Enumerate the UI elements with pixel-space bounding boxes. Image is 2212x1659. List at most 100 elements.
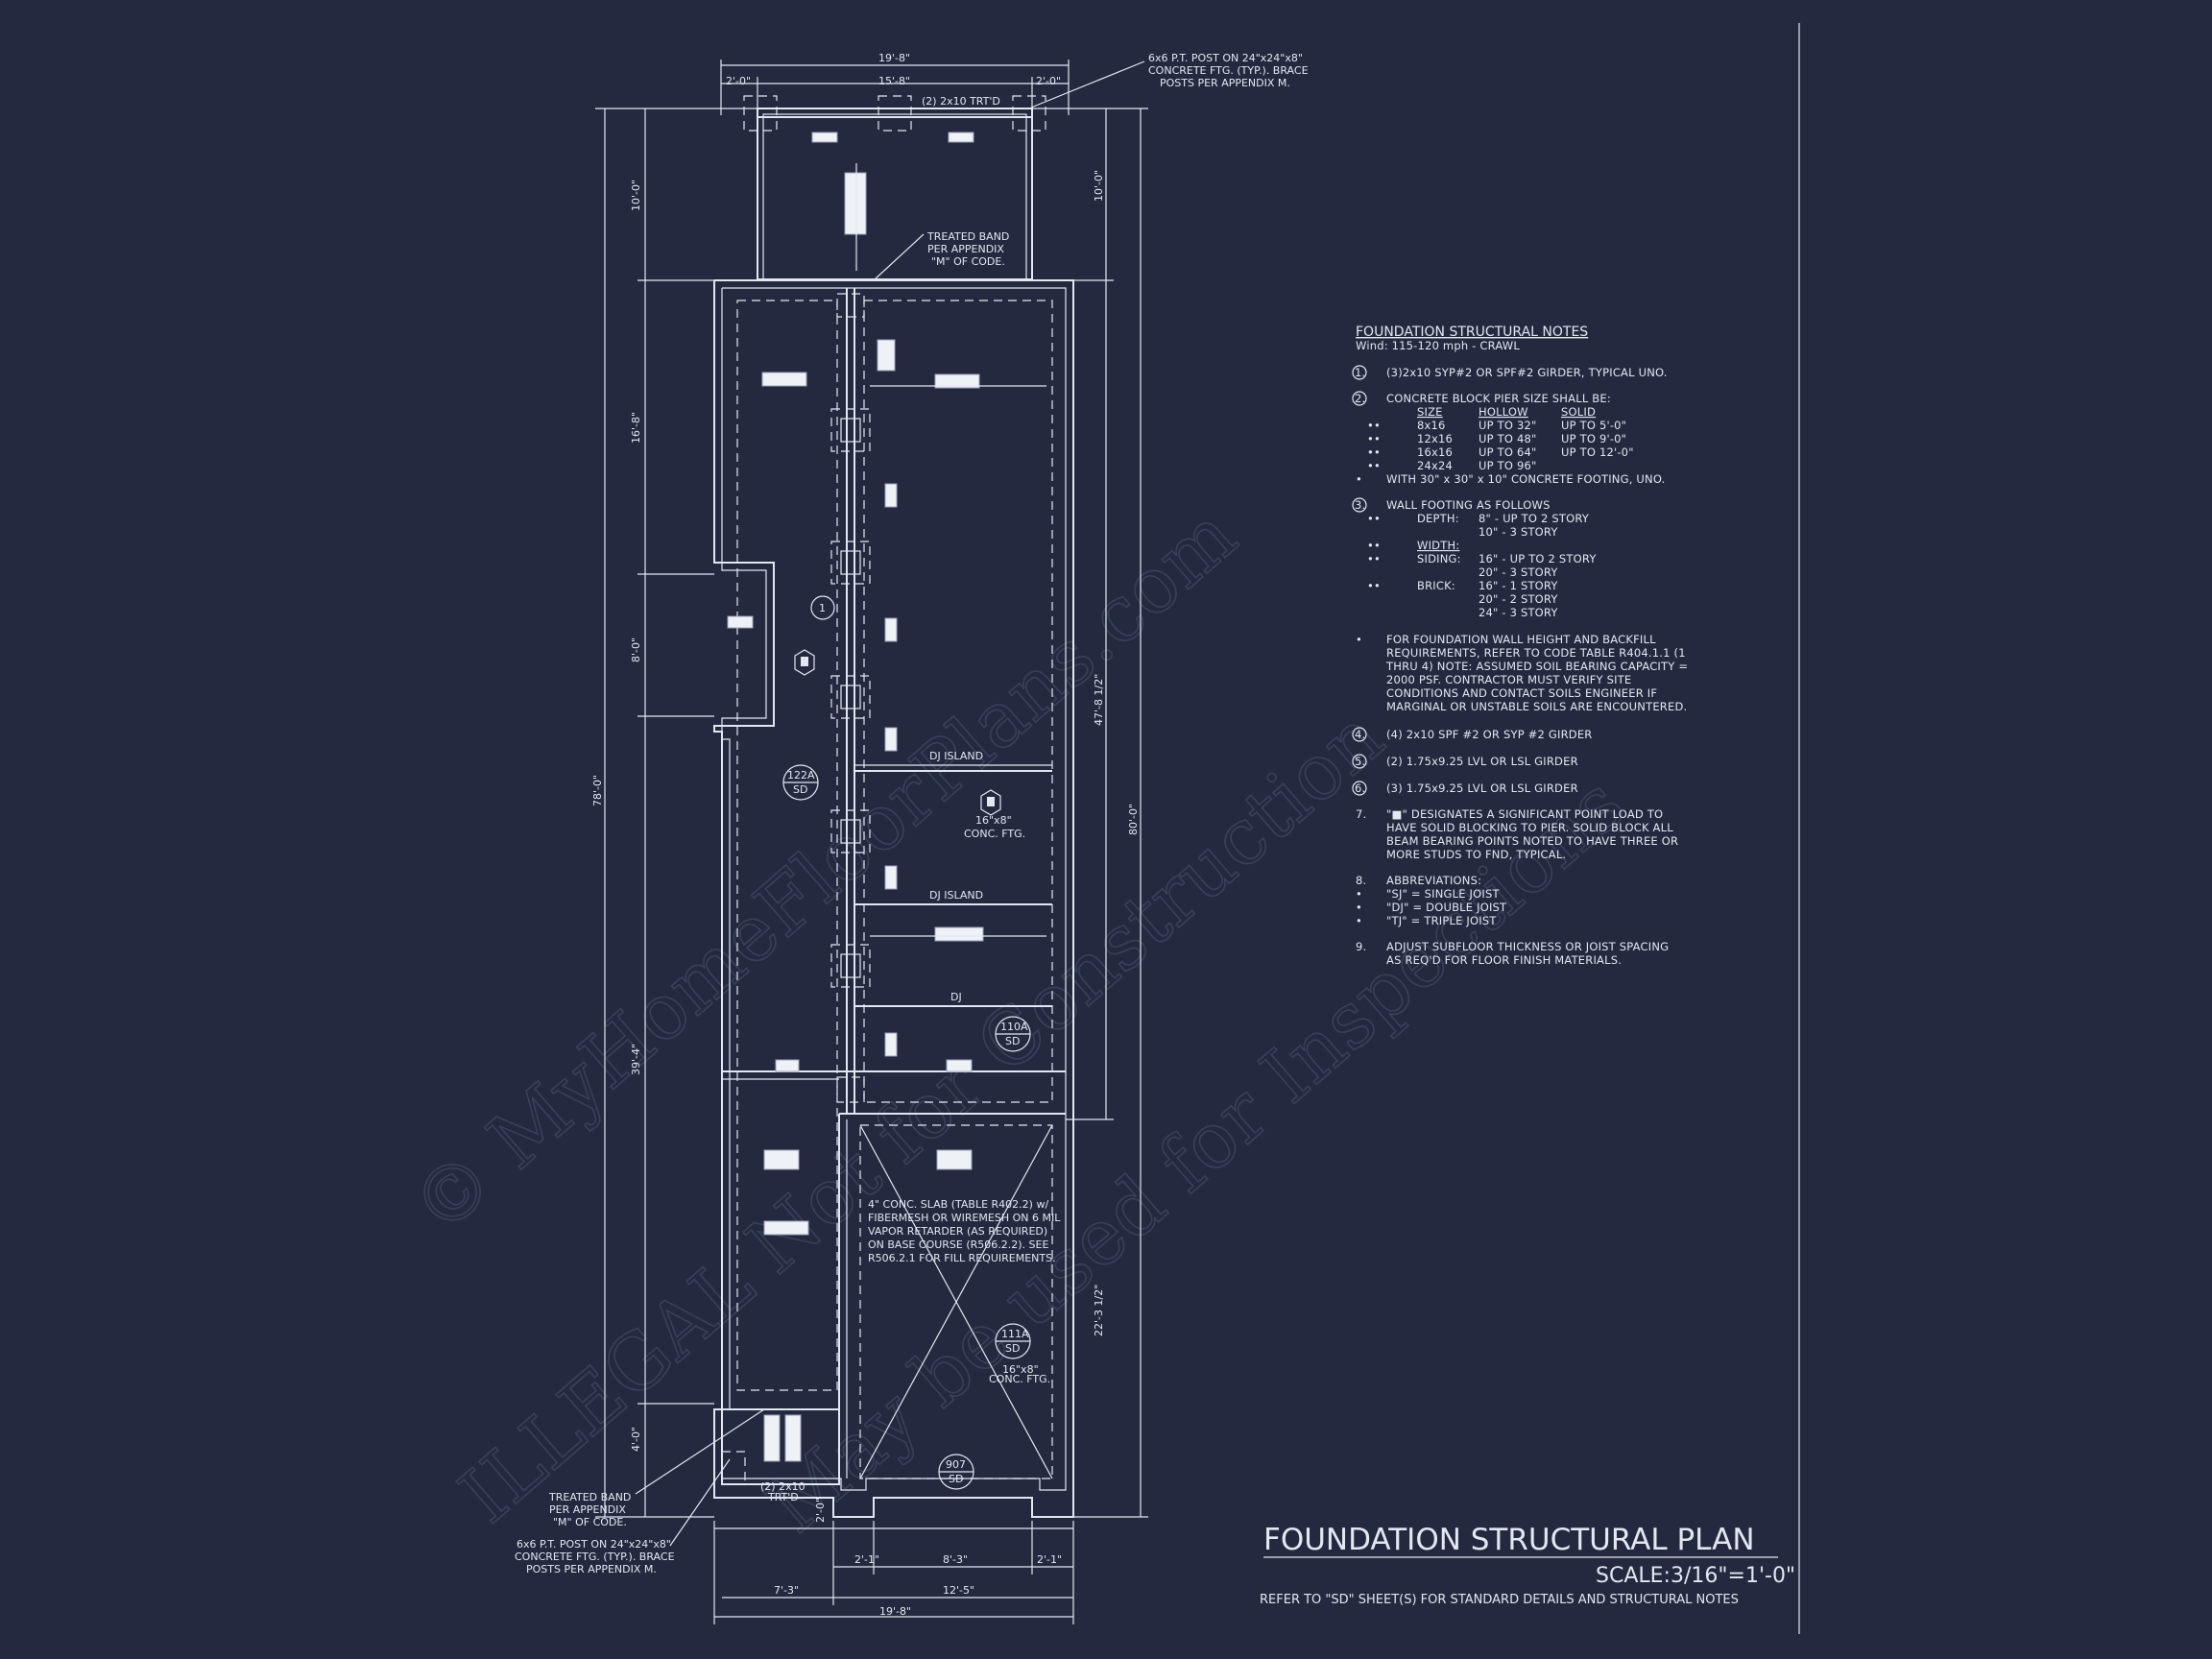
- pier-pad: [811, 132, 838, 143]
- point-load-marker: [987, 797, 995, 806]
- note-number: 7.: [1356, 807, 1366, 821]
- svg-text:SD: SD: [1005, 1035, 1020, 1047]
- note-4: (4) 2x10 SPF #2 OR SYP #2 GIRDER: [1386, 728, 1593, 741]
- svg-text:4'-0": 4'-0": [630, 1427, 642, 1452]
- svg-text:12'-5": 12'-5": [943, 1584, 974, 1597]
- note-number: 5.: [1355, 755, 1365, 768]
- svg-text:2'-0": 2'-0": [1036, 75, 1061, 87]
- note-number: 9.: [1356, 940, 1366, 953]
- scale-label: SCALE:: [1596, 1564, 1671, 1588]
- footing-label-1b: CONC. FTG.: [964, 828, 1025, 840]
- pier-footing: [830, 675, 871, 719]
- note-2: CONCRETE BLOCK PIER SIZE SHALL BE:: [1386, 392, 1611, 405]
- svg-text:80'-0": 80'-0": [1127, 804, 1140, 835]
- slab-note-line: ON BASE COURSE (R506.2.2). SEE: [868, 1238, 1048, 1251]
- joist-pad: [884, 865, 898, 890]
- svg-text:••: ••: [1367, 512, 1381, 525]
- depth-1: 8" - UP TO 2 STORY: [1479, 512, 1590, 525]
- joist-pad: [884, 483, 898, 508]
- svg-text:••: ••: [1367, 539, 1381, 552]
- bottom-porch-outline: [721, 1408, 840, 1485]
- slab-note-line: 4" CONC. SLAB (TABLE R402.2) w/: [868, 1198, 1048, 1211]
- pier-footing: [830, 408, 871, 452]
- pier-row: UP TO 32": [1479, 419, 1536, 432]
- slab-note-line: R506.2.1 FOR FILL REQUIREMENTS.: [868, 1252, 1056, 1264]
- leader-line: [635, 1408, 765, 1495]
- svg-text:8'-3": 8'-3": [943, 1553, 968, 1566]
- abbr-tj: "TJ" = TRIPLE JOIST: [1386, 914, 1497, 927]
- girder-top-label: (2) 2x10 TRT'D: [922, 95, 1000, 108]
- note-1: (3)2x10 SYP#2 OR SPF#2 GIRDER, TYPICAL U…: [1386, 366, 1668, 379]
- pier-header-hollow: HOLLOW: [1479, 405, 1528, 419]
- svg-text:2'-1": 2'-1": [854, 1553, 879, 1566]
- tag-hexagon: [794, 649, 815, 676]
- girder-pad: [844, 172, 867, 235]
- band-callout-bottom-2: PER APPENDIX: [549, 1503, 626, 1516]
- band-callout-top-2: PER APPENDIX: [927, 243, 1004, 255]
- pier-header-size: SIZE: [1417, 405, 1443, 419]
- svg-text:•: •: [1356, 914, 1362, 927]
- note-6: (3) 1.75x9.25 LVL OR LSL GIRDER: [1386, 781, 1578, 795]
- pier-block: [840, 550, 861, 575]
- svg-text:39'-4": 39'-4": [630, 1044, 642, 1075]
- post-callout-bottom-1: 6x6 P.T. POST ON 24"x24"x8": [517, 1538, 671, 1551]
- post-footing-top-mid: [878, 95, 912, 132]
- svg-text:•: •: [1356, 633, 1362, 646]
- dimensions-bottom: 2'-0" 2'-1" 8'-3" 2'-1" 7'-3" 12'-5" 19'…: [713, 1498, 1074, 1624]
- section-callout-111a: 111A SD: [995, 1323, 1031, 1359]
- svg-text:SD: SD: [949, 1473, 963, 1485]
- pier-row: UP TO 96": [1479, 459, 1536, 472]
- siding-1: 16" - UP TO 2 STORY: [1479, 552, 1597, 565]
- note-number: 3.: [1355, 498, 1365, 512]
- pier-footing: [830, 541, 871, 585]
- post-footing-top-right: [1012, 95, 1046, 132]
- depth-2: 10" - 3 STORY: [1479, 525, 1558, 539]
- pier-row: UP TO 9'-0": [1561, 432, 1626, 445]
- dimensions-right: 10'-0" 47'-8 1/2" 22'-3 1/2" 80'-0": [1032, 108, 1148, 1518]
- band-callout-top-1: TREATED BAND: [926, 230, 1009, 243]
- pier-block: [840, 418, 861, 443]
- svg-text:2'-0": 2'-0": [814, 1498, 827, 1523]
- svg-text:19'-8": 19'-8": [879, 1605, 911, 1618]
- svg-text:••: ••: [1367, 432, 1381, 445]
- svg-text:••: ••: [1367, 552, 1381, 565]
- pier-footing: [836, 1076, 865, 1103]
- section-callout-110a: 110A SD: [995, 1016, 1031, 1052]
- joist-pad: [884, 1032, 898, 1057]
- note-7-line: HAVE SOLID BLOCKING TO PIER. SOLID BLOCK…: [1386, 821, 1673, 834]
- dj-label: DJ: [950, 991, 962, 1003]
- svg-text:••: ••: [1367, 579, 1381, 592]
- svg-text:22'-3 1/2": 22'-3 1/2": [1093, 1285, 1105, 1336]
- svg-text:•: •: [1356, 472, 1362, 486]
- band-callout-bottom-1: TREATED BAND: [548, 1491, 631, 1503]
- band-callout-top-3: "M" OF CODE.: [931, 255, 1005, 268]
- svg-text:10'-0": 10'-0": [630, 180, 642, 211]
- note-number: 6.: [1355, 781, 1365, 795]
- backfill-line: THRU 4) NOTE: ASSUMED SOIL BEARING CAPAC…: [1385, 660, 1688, 673]
- width-label: WIDTH:: [1417, 539, 1459, 552]
- notes-heading: FOUNDATION STRUCTURAL NOTES: [1356, 325, 1588, 340]
- svg-text:10'-0": 10'-0": [1093, 170, 1105, 202]
- slab-note-line: FIBERMESH OR WIREMESH ON 6 MIL: [868, 1212, 1061, 1224]
- joist-pad: [761, 372, 807, 387]
- girder-bottom-label-b: TRT'D: [767, 1491, 799, 1503]
- svg-text:7'-3": 7'-3": [774, 1584, 799, 1597]
- scale-value: 3/16"=1'-0": [1671, 1564, 1795, 1588]
- point-load-marker: [801, 657, 808, 666]
- pier-row: UP TO 5'-0": [1561, 419, 1626, 432]
- joist-pad: [934, 373, 980, 389]
- abbr-sj: "SJ" = SINGLE JOIST: [1386, 887, 1500, 901]
- leader-line: [873, 233, 925, 281]
- note-7-line: "■" DESIGNATES A SIGNIFICANT POINT LOAD …: [1386, 807, 1663, 821]
- note-number: 8.: [1356, 874, 1366, 887]
- dj-island-label-1: DJ ISLAND: [929, 750, 983, 762]
- pier-block: [840, 685, 861, 709]
- slab-x-2: [859, 1124, 1053, 1479]
- note-9-line: ADJUST SUBFLOOR THICKNESS OR JOIST SPACI…: [1386, 940, 1669, 953]
- backfill-line: FOR FOUNDATION WALL HEIGHT AND BACKFILL: [1386, 633, 1656, 646]
- footing-label-2a: 16"x8": [1002, 1363, 1039, 1376]
- svg-text:2'-1": 2'-1": [1037, 1553, 1062, 1566]
- post-footing-top-left: [743, 95, 778, 132]
- pier-row: 16x16: [1417, 445, 1453, 459]
